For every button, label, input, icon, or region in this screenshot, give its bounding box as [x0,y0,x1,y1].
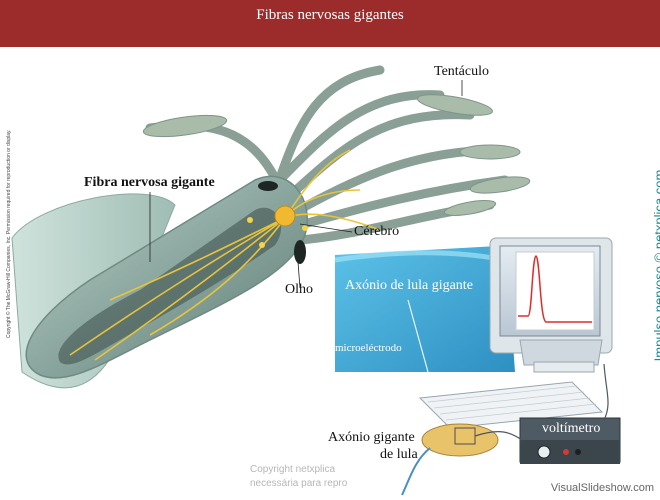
label-microelectrodo: microeléctrodo [335,342,402,354]
watermark-line1: Copyright netxplica [250,464,336,475]
label-voltimetro: voltímetro [542,421,601,436]
giant-nerve-fibers [69,149,381,361]
voltmeter-device [519,417,621,464]
label-axonio-micro: Axónio de lula gigante [345,278,473,293]
axon-micrograph [335,245,515,372]
slide-title: Fibras nervosas gigantes [256,7,404,23]
keyboard [418,381,604,429]
header-bar: Fibras nervosas gigantes [0,0,660,47]
leader-lines [149,80,463,289]
brain-ganglion [274,205,296,227]
nerve-stars [247,217,308,248]
computer-monitor [489,237,613,373]
action-potential-trace [518,255,592,323]
label-de-lula: de lula [380,447,418,462]
side-brand: Impulso nervoso © netxplica.com [651,169,660,362]
squid-eye-top [258,181,278,191]
microelectrode-line [407,299,429,373]
squid-eye [294,240,306,264]
tentacle-clubs [142,94,531,216]
label-axonio-gigante: Axónio gigante [328,430,415,445]
label-cerebro: Cérebro [354,224,400,239]
label-fibra-nervosa: Fibra nervosa gigante [84,175,215,190]
label-olho: Olho [285,282,313,297]
side-copyright: Copyright © The McGraw-Hill Companies, I… [6,129,12,338]
footer-brand: VisualSlideshow.com [550,482,654,494]
watermark-line2: necessária para repro [250,478,348,489]
label-tentaculo: Tentáculo [434,64,489,79]
petri-dish [421,423,499,457]
